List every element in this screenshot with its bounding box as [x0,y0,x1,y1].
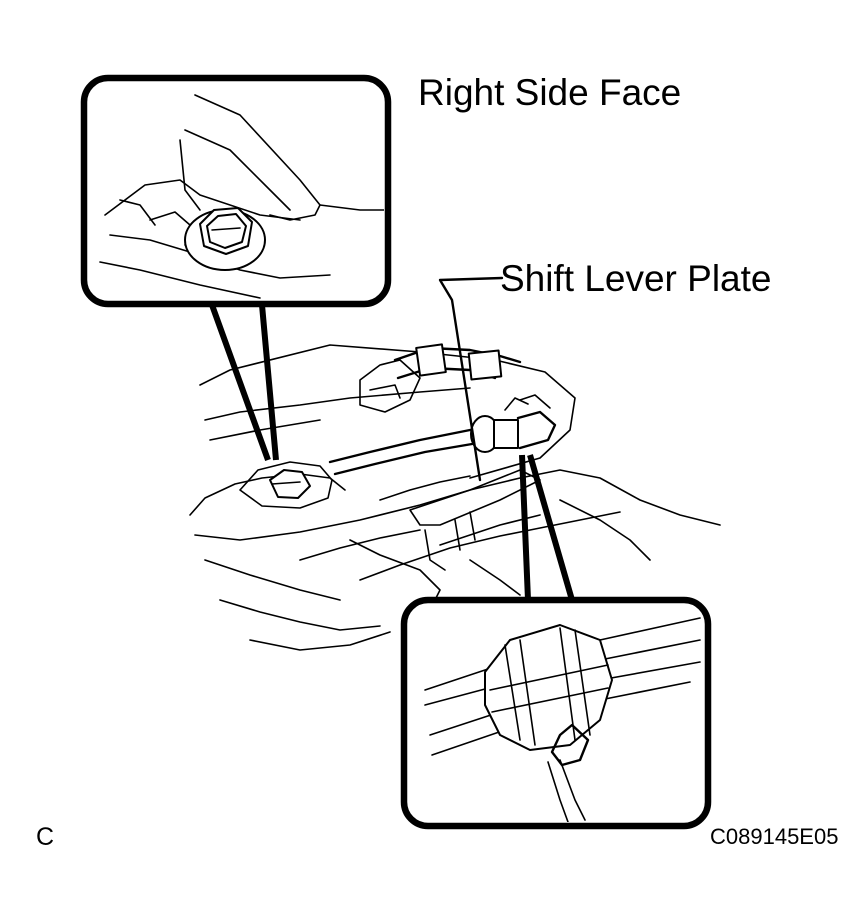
callout-right-side-face-detail [99,94,384,299]
main-assembly-illustration [189,276,721,651]
callout-right-side-face [80,74,392,462]
label-shift-lever-plate: Shift Lever Plate [500,258,771,299]
figure-code: C089145E05 [710,824,838,849]
corner-letter: C [36,823,54,851]
label-right-side-face: Right Side Face [418,72,681,113]
callout-bushing-detail-art [424,617,701,822]
callout-bushing-detail [400,454,712,830]
